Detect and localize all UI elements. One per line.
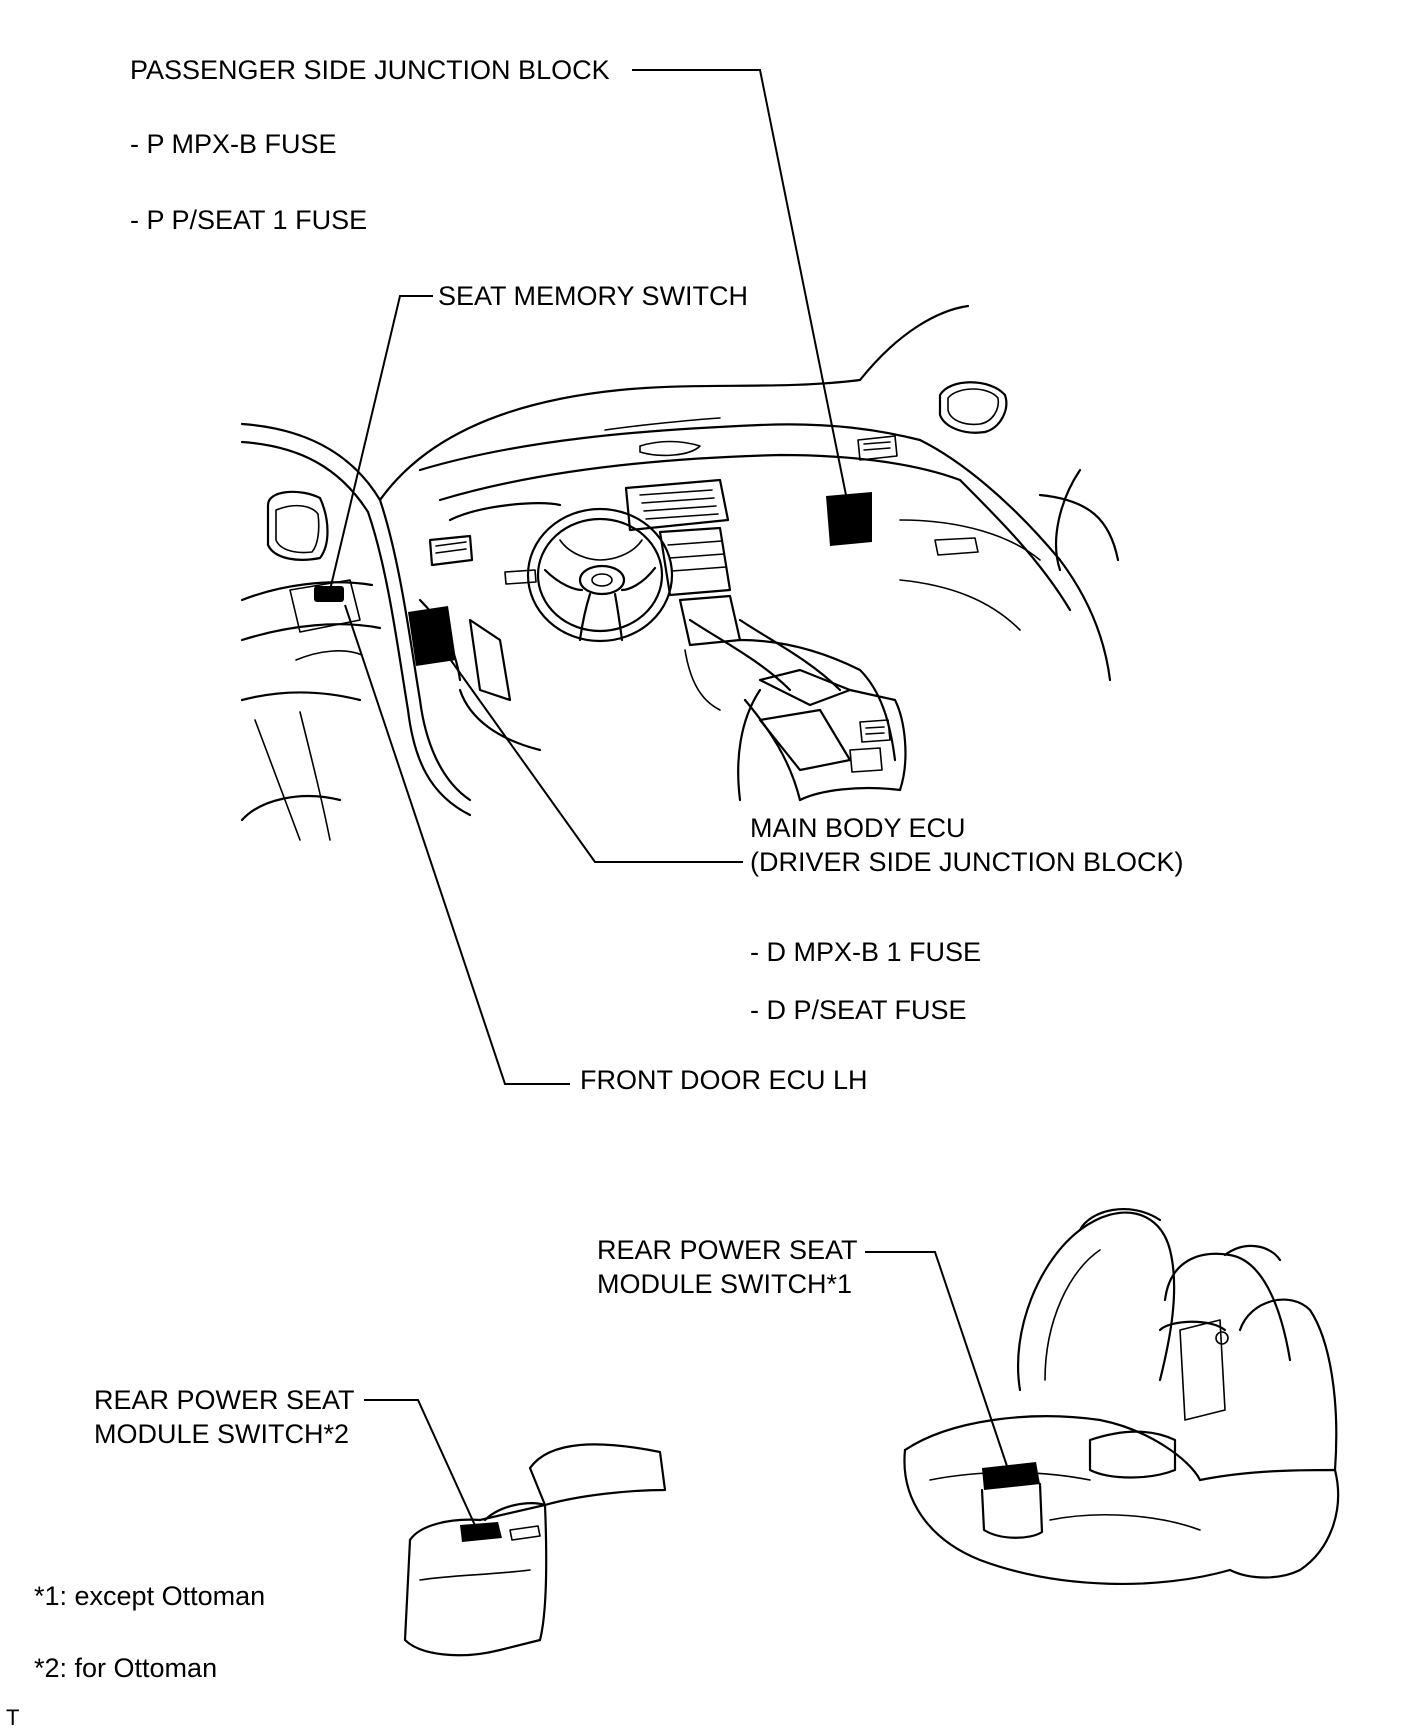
- label-main-body-ecu: MAIN BODY ECU: [750, 813, 966, 843]
- label-rear-power-seat-switch-1-line1: REAR POWER SEAT: [597, 1235, 858, 1265]
- vehicle-interior-illustration: [240, 304, 1120, 841]
- label-p-mpx-b-fuse: - P MPX-B FUSE: [130, 129, 337, 159]
- label-p-pseat-1-fuse: - P P/SEAT 1 FUSE: [130, 205, 368, 235]
- label-seat-memory-switch: SEAT MEMORY SWITCH: [438, 281, 749, 311]
- leader-lines: [329, 69, 1011, 1533]
- label-rear-power-seat-switch-2-line2: MODULE SWITCH*2: [94, 1419, 350, 1449]
- label-driver-side-junction-block: (DRIVER SIDE JUNCTION BLOCK): [750, 847, 1184, 877]
- leader-rear-switch-1: [865, 1251, 1011, 1476]
- leader-seat-memory: [329, 295, 433, 591]
- footnote-2: *2: for Ottoman: [34, 1653, 218, 1683]
- leader-front-door-ecu: [344, 604, 570, 1085]
- label-rear-power-seat-switch-1-line2: MODULE SWITCH*1: [597, 1269, 853, 1299]
- label-d-mpx-b-1-fuse: - D MPX-B 1 FUSE: [750, 937, 982, 967]
- rear-console-illustration: [403, 1443, 667, 1657]
- leader-main-body-ecu: [439, 644, 743, 863]
- label-rear-power-seat-switch-2-line1: REAR POWER SEAT: [94, 1385, 355, 1415]
- leader-passenger-jb: [632, 69, 849, 506]
- rear-seat-illustration: [903, 1208, 1340, 1586]
- footnote-1: *1: except Ottoman: [34, 1581, 266, 1611]
- corner-mark: T: [6, 1705, 20, 1730]
- label-front-door-ecu-lh: FRONT DOOR ECU LH: [580, 1065, 868, 1095]
- leader-rear-switch-2: [364, 1399, 479, 1533]
- label-d-pseat-fuse: - D P/SEAT FUSE: [750, 995, 967, 1025]
- label-passenger-side-junction-block: PASSENGER SIDE JUNCTION BLOCK: [130, 55, 610, 85]
